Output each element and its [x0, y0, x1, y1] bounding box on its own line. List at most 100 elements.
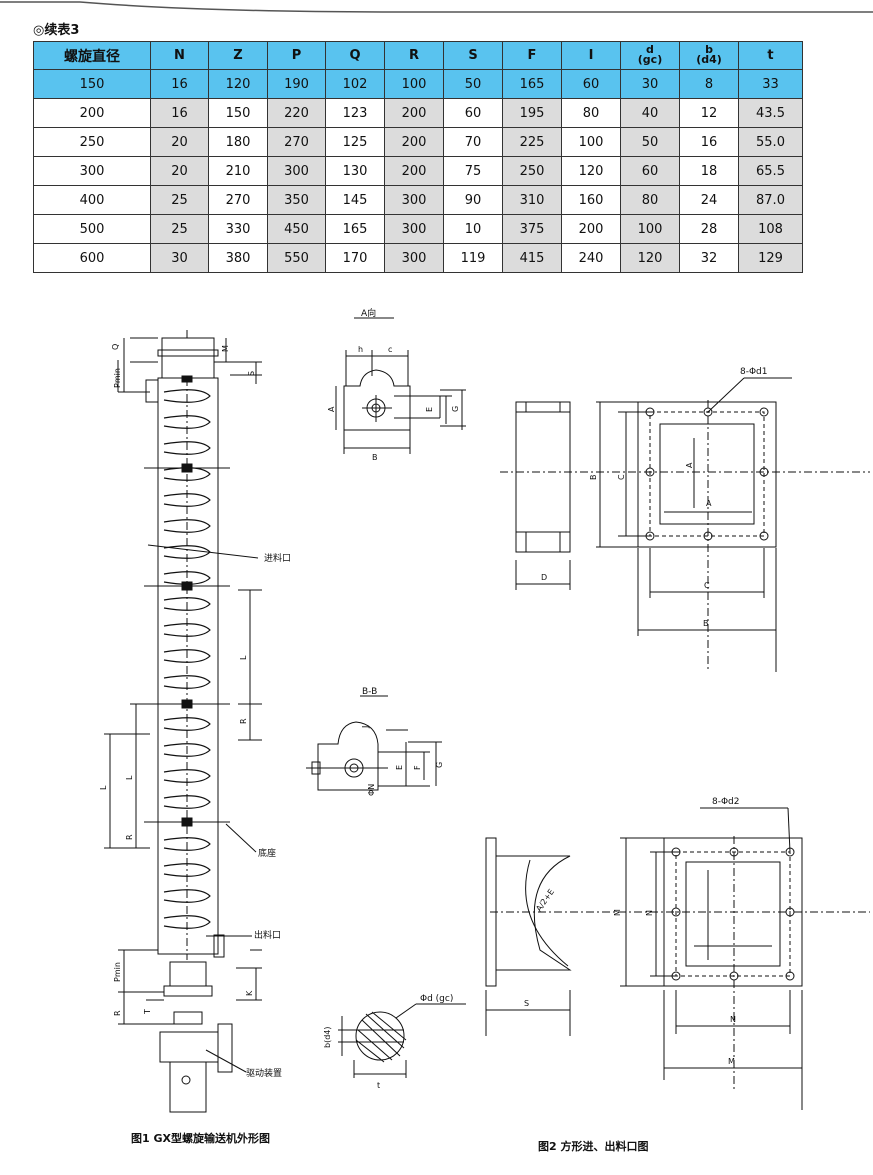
view-bb-label: B-B: [362, 687, 377, 697]
dim-l-outer: L: [99, 785, 108, 790]
table-cell: 130: [325, 156, 385, 186]
dim-d: D: [541, 573, 547, 582]
phi-n-label: ΦN: [367, 784, 376, 796]
table-cell: 32: [679, 243, 739, 273]
table-cell: 250: [502, 156, 562, 186]
square-inlet-drawing: [500, 377, 870, 672]
dim-c-inlet-side: C: [617, 474, 626, 480]
dim-t-small: T: [143, 1009, 152, 1015]
table-cell: 300: [384, 214, 444, 244]
figure2-caption: 图2 方形进、出料口图: [538, 1140, 649, 1153]
table-cell: 24: [679, 185, 739, 215]
shaft-d-label: Φd (gc): [420, 994, 453, 1004]
table-cell: 125: [325, 127, 385, 157]
dim-m-outlet: M: [728, 1057, 735, 1066]
table-cell: 450: [267, 214, 326, 244]
section-title: ◎续表3: [33, 23, 80, 38]
dim-l-right: L: [239, 655, 248, 660]
table-cell: 16: [679, 127, 739, 157]
dim-r-bottom: R: [113, 1010, 122, 1016]
table-cell: 165: [325, 214, 385, 244]
table-cell: 119: [443, 243, 503, 273]
dim-c: c: [388, 345, 392, 354]
holes-d2-label: 8-Φd2: [712, 797, 740, 807]
dim-n-outlet: N: [730, 1015, 736, 1024]
header-cell: P: [267, 41, 326, 70]
table-cell: 129: [738, 243, 803, 273]
dim-g-bb: G: [435, 762, 444, 768]
table-cell: 600: [33, 243, 151, 273]
header-cell: I: [561, 41, 621, 70]
outlet-label: 出料口: [254, 929, 281, 941]
table-cell: 150: [208, 98, 268, 128]
table-cell: 55.0: [738, 127, 803, 157]
table-cell: 240: [561, 243, 621, 273]
table-cell: 210: [208, 156, 268, 186]
table-cell: 40: [620, 98, 680, 128]
dim-r-right: R: [239, 718, 248, 724]
table-cell: 12: [679, 98, 739, 128]
dim-e-view: E: [425, 407, 434, 412]
table-cell: 120: [620, 243, 680, 273]
dim-k: K: [245, 990, 254, 996]
table-cell: 60: [561, 69, 621, 99]
table-cell: 108: [738, 214, 803, 244]
table-cell: 200: [33, 98, 151, 128]
drive-label: 驱动装置: [246, 1067, 282, 1079]
table-cell: 350: [267, 185, 326, 215]
table-cell: 500: [33, 214, 151, 244]
table-cell: 200: [561, 214, 621, 244]
table-cell: 250: [33, 127, 151, 157]
table-cell: 100: [620, 214, 680, 244]
header-cell: Q: [325, 41, 385, 70]
square-outlet-drawing: [485, 807, 870, 1110]
dim-l-inner: L: [125, 775, 134, 780]
table-cell: 180: [208, 127, 268, 157]
dim-g-view: G: [451, 406, 460, 412]
table-cell: 65.5: [738, 156, 803, 186]
table-cell: 43.5: [738, 98, 803, 128]
table-cell: 170: [325, 243, 385, 273]
dim-a-view: A: [327, 406, 336, 412]
holes-d1-label: 8-Φd1: [740, 367, 768, 377]
base-label: 底座: [258, 847, 276, 859]
dim-m: M: [221, 345, 230, 352]
table-cell: 200: [384, 127, 444, 157]
table-cell: 90: [443, 185, 503, 215]
table-cell: 190: [267, 69, 326, 99]
table-cell: 380: [208, 243, 268, 273]
section-bb-drawing: [306, 695, 442, 791]
table-cell: 100: [561, 127, 621, 157]
table-cell: 20: [150, 127, 209, 157]
dim-pmin-bottom: Pmin: [113, 962, 122, 982]
table-cell: 80: [561, 98, 621, 128]
table-cell: 25: [150, 185, 209, 215]
dim-b-view: B: [372, 453, 378, 462]
table-cell: 310: [502, 185, 562, 215]
table-cell: 270: [267, 127, 326, 157]
table-cell: 225: [502, 127, 562, 157]
table-header-row: 螺旋直径 N Z P Q R S F I d(gc) b(d4) t: [33, 41, 803, 70]
dim-t: t: [377, 1081, 380, 1090]
b-d4-label: b(d4): [323, 1027, 332, 1049]
table-cell: 87.0: [738, 185, 803, 215]
table-cell: 60: [620, 156, 680, 186]
table-cell: 102: [325, 69, 385, 99]
dim-pmin-top: Pmin: [113, 368, 122, 388]
table-cell: 200: [384, 156, 444, 186]
table-cell: 220: [267, 98, 326, 128]
table-cell: 10: [443, 214, 503, 244]
table-cell: 145: [325, 185, 385, 215]
table-cell: 75: [443, 156, 503, 186]
dim-b-inlet: B: [703, 619, 709, 628]
dim-n-outlet-side: N: [645, 910, 654, 916]
view-a-drawing: [335, 317, 466, 454]
table-cell: 18: [679, 156, 739, 186]
table-cell: 30: [620, 69, 680, 99]
